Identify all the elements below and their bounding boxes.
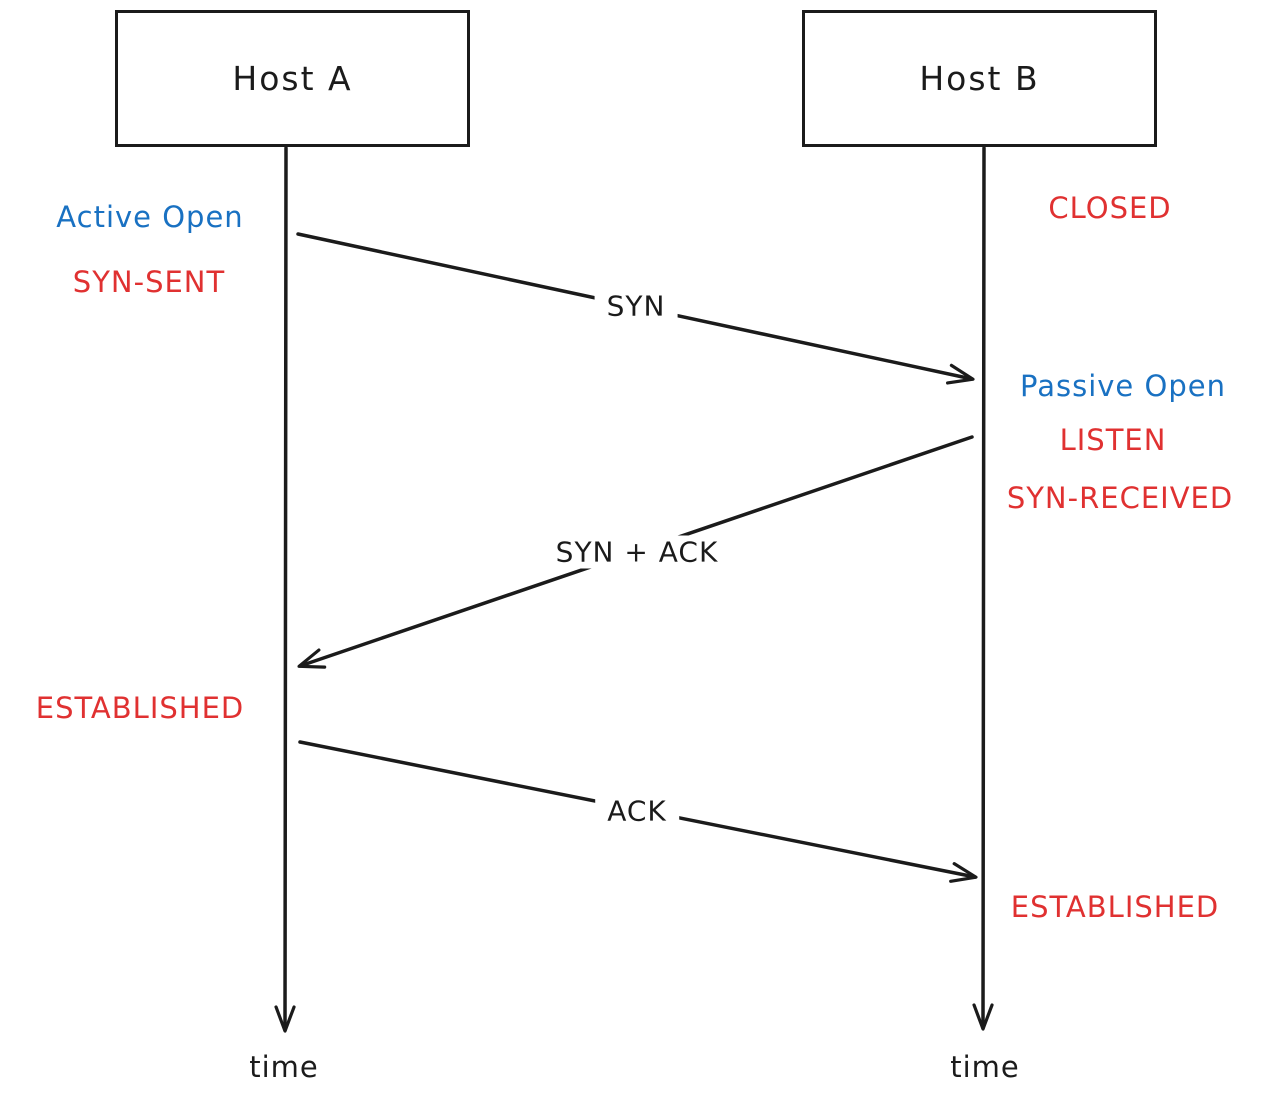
host-b-listen-label: LISTEN [1059, 423, 1167, 457]
time-label-host-b: time [950, 1050, 1020, 1084]
syn-message-label: SYN [594, 289, 678, 323]
host-b-lifeline [972, 146, 994, 1031]
time-label-host-a: time [249, 1050, 319, 1084]
host-a-lifeline [274, 146, 296, 1033]
host-a-label: Host A [232, 59, 353, 98]
host-a-established-label: ESTABLISHED [35, 691, 245, 725]
host-b-passive-open-label: Passive Open [1020, 369, 1226, 403]
host-a-active-open-label: Active Open [56, 200, 244, 234]
host-a-syn-sent-label: SYN-SENT [72, 265, 226, 299]
host-b-syn-received-label: SYN-RECEIVED [1006, 481, 1234, 515]
host-b-box: Host B [802, 10, 1157, 147]
host-b-established-label: ESTABLISHED [1010, 890, 1220, 924]
host-a-box: Host A [115, 10, 470, 147]
host-b-label: Host B [919, 59, 1040, 98]
syn-ack-message-label: SYN + ACK [543, 535, 731, 569]
host-b-closed-label: CLOSED [1048, 191, 1172, 225]
ack-message-label: ACK [595, 794, 679, 828]
